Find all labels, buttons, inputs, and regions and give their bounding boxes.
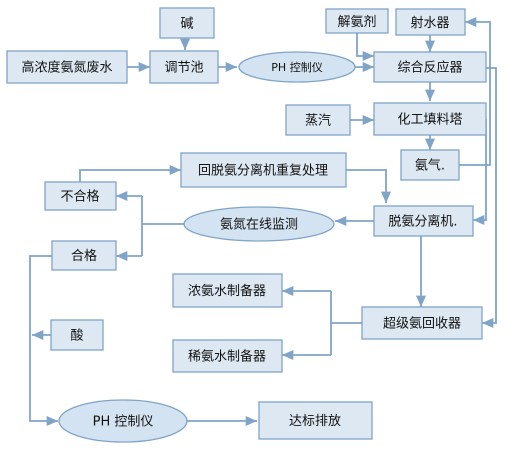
node-alkali: 碱 <box>159 7 215 39</box>
edge-qualified-to-ph <box>29 255 58 427</box>
node-raw-water-label: 高浓度氨氮废水 <box>21 60 112 76</box>
edge-reprocess-to-separator <box>346 169 392 203</box>
node-qualified-label: 合格 <box>71 248 97 264</box>
node-reactor-label: 综合反应器 <box>397 60 462 76</box>
node-adjust-tank: 调节池 <box>149 50 219 84</box>
node-concentrated-prep: 浓氨水制备器 <box>172 273 283 308</box>
edge-tower-to-separator <box>473 119 487 226</box>
node-discharge-label: 达标排放 <box>289 414 341 429</box>
node-ammonia-gas: 氨气. <box>400 149 460 181</box>
node-recovery-label: 超级氨回收器 <box>383 317 461 332</box>
node-acid-label: 酸 <box>70 329 83 344</box>
node-packed-tower-label: 化工填料塔 <box>397 113 462 128</box>
node-steam-label: 蒸汽 <box>305 114 331 129</box>
node-ph-controller-bottom: PH 控制仪 <box>58 399 188 443</box>
node-dilute-prep-label: 稀氨水制备器 <box>188 349 266 365</box>
edge-monitor-split <box>141 196 184 256</box>
node-acid: 酸 <box>50 319 104 351</box>
node-unqualified: 不合格 <box>44 181 117 211</box>
node-reprocess: 回脱氨分离机重复处理 <box>180 152 347 188</box>
node-ejector-label: 射水器 <box>410 15 449 31</box>
edge-recovery-split <box>330 291 362 355</box>
node-adjust-tank-label: 调节池 <box>164 61 203 76</box>
edge-agent-to-reactor <box>356 33 374 62</box>
edges <box>29 16 497 427</box>
node-ph-controller-bottom-label: PH 控制仪 <box>93 415 154 430</box>
node-ph-controller-top: PH 控制仪 <box>238 51 356 83</box>
node-online-monitor-label: 氨氮在线监测 <box>220 218 298 233</box>
edge-unqualified-to-reprocess <box>79 164 181 182</box>
node-discharge: 达标排放 <box>258 401 373 440</box>
node-reactor: 综合反应器 <box>373 51 487 83</box>
node-separator: 脱氨分离机. <box>373 205 474 237</box>
node-alkali-label: 碱 <box>180 17 193 32</box>
edge-reactor-to-recovery <box>482 67 497 329</box>
node-recovery: 超级氨回收器 <box>361 306 483 340</box>
node-concentrated-prep-label: 浓氨水制备器 <box>188 283 266 299</box>
node-ammonia-gas-label: 氨气. <box>415 158 445 174</box>
node-steam: 蒸汽 <box>285 104 351 136</box>
node-online-monitor: 氨氮在线监测 <box>183 206 335 242</box>
node-qualified: 合格 <box>51 240 117 271</box>
node-deammonia-agent-label: 解氨剂 <box>337 15 376 30</box>
node-dilute-prep: 稀氨水制备器 <box>172 339 283 373</box>
node-raw-water: 高浓度氨氮废水 <box>6 50 128 84</box>
node-reprocess-label: 回脱氨分离机重复处理 <box>198 163 328 179</box>
node-deammonia-agent: 解氨剂 <box>325 8 389 34</box>
node-ph-controller-top-label: PH 控制仪 <box>271 60 322 74</box>
node-separator-label: 脱氨分离机. <box>388 214 457 230</box>
node-packed-tower: 化工填料塔 <box>373 102 487 136</box>
edge-gas-to-ejector <box>459 16 491 166</box>
node-ejector: 射水器 <box>395 8 466 36</box>
node-unqualified-label: 不合格 <box>60 189 99 205</box>
